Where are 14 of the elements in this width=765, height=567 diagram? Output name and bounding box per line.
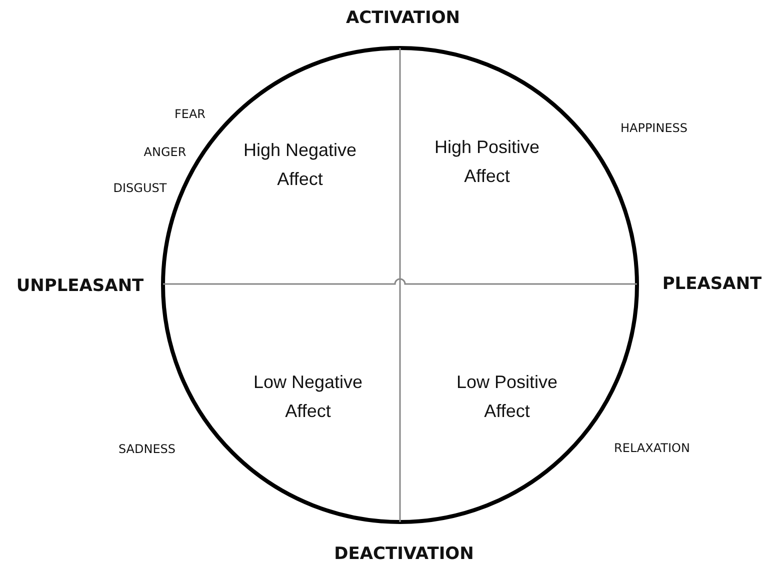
emotion-label: ANGER — [144, 145, 186, 159]
quadrant-label: High Positive Affect — [433, 136, 541, 188]
emotion-label: RELAXATION — [614, 441, 690, 455]
quadrant-label: Low Positive Affect — [455, 371, 559, 423]
emotion-label: SADNESS — [118, 442, 176, 456]
quadrant-label: High Negative Affect — [242, 139, 358, 191]
axis-label: UNPLEASANT — [16, 276, 144, 296]
axis-label: ACTIVATION — [346, 8, 460, 28]
quadrant-label: Low Negative Affect — [252, 371, 364, 423]
axis-label: PLEASANT — [662, 274, 762, 294]
axis-label: DEACTIVATION — [334, 544, 474, 564]
emotion-label: DISGUST — [113, 181, 167, 195]
emotion-label: HAPPINESS — [620, 121, 688, 135]
emotion-label: FEAR — [174, 107, 206, 121]
